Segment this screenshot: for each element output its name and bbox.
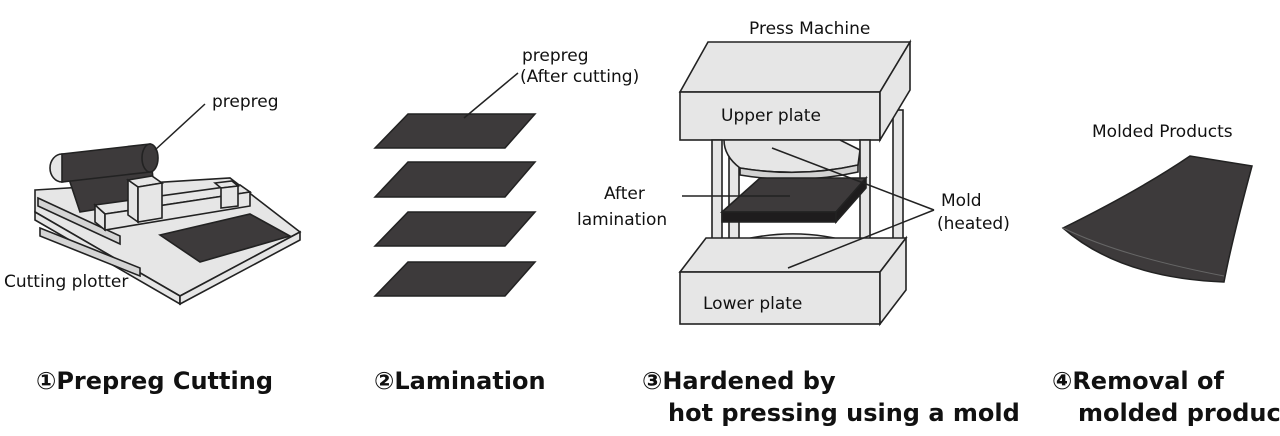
step-3-title: ③Hardened by hot pressing using a mold [642, 365, 1020, 429]
prepreg-label-2: prepreg [522, 46, 589, 66]
step-4-line-1: Removal of [1072, 367, 1224, 395]
step-4-number: ④ [1052, 367, 1073, 395]
upper-plate-front [679, 91, 881, 141]
after-cutting-label: (After cutting) [520, 67, 640, 87]
molded-product [1061, 155, 1253, 283]
prepreg-sheet-2 [373, 161, 537, 198]
mold-leader-lower [787, 209, 935, 269]
step-1-line-1: Prepreg Cutting [56, 367, 273, 395]
prepreg-sheet-3 [373, 211, 537, 247]
step-3-number: ③ [642, 367, 663, 395]
lower-plate-label: Lower plate [703, 294, 803, 314]
step-3-line-2: hot pressing using a mold [668, 399, 1020, 427]
step-1-number: ① [36, 367, 57, 395]
prepreg-sheet-4 [373, 261, 537, 297]
step-4-title: ④Removal of molded product [1052, 365, 1280, 429]
step-3-line-1: Hardened by [662, 367, 836, 395]
molded-products-label: Molded Products [1092, 122, 1233, 142]
step-4-line-2: molded product [1078, 399, 1280, 427]
prepreg-sheet-1 [373, 113, 537, 149]
cut-prepreg-sheet [158, 213, 293, 263]
mold-label: Mold [941, 191, 982, 211]
mold-leader-upper [771, 147, 935, 211]
step-2-line-1: Lamination [394, 367, 546, 395]
prepreg-label-1: prepreg [212, 92, 279, 112]
step-2-title: ②Lamination [374, 365, 546, 397]
cutting-plotter-label: Cutting plotter [4, 272, 129, 292]
press-machine-label: Press Machine [749, 19, 871, 39]
after-label: After [604, 184, 645, 204]
heated-label: (heated) [937, 214, 1010, 234]
step-2-number: ② [374, 367, 395, 395]
lamination-label: lamination [577, 210, 668, 230]
upper-plate-label: Upper plate [721, 106, 821, 126]
step-1-title: ①Prepreg Cutting [36, 365, 273, 397]
